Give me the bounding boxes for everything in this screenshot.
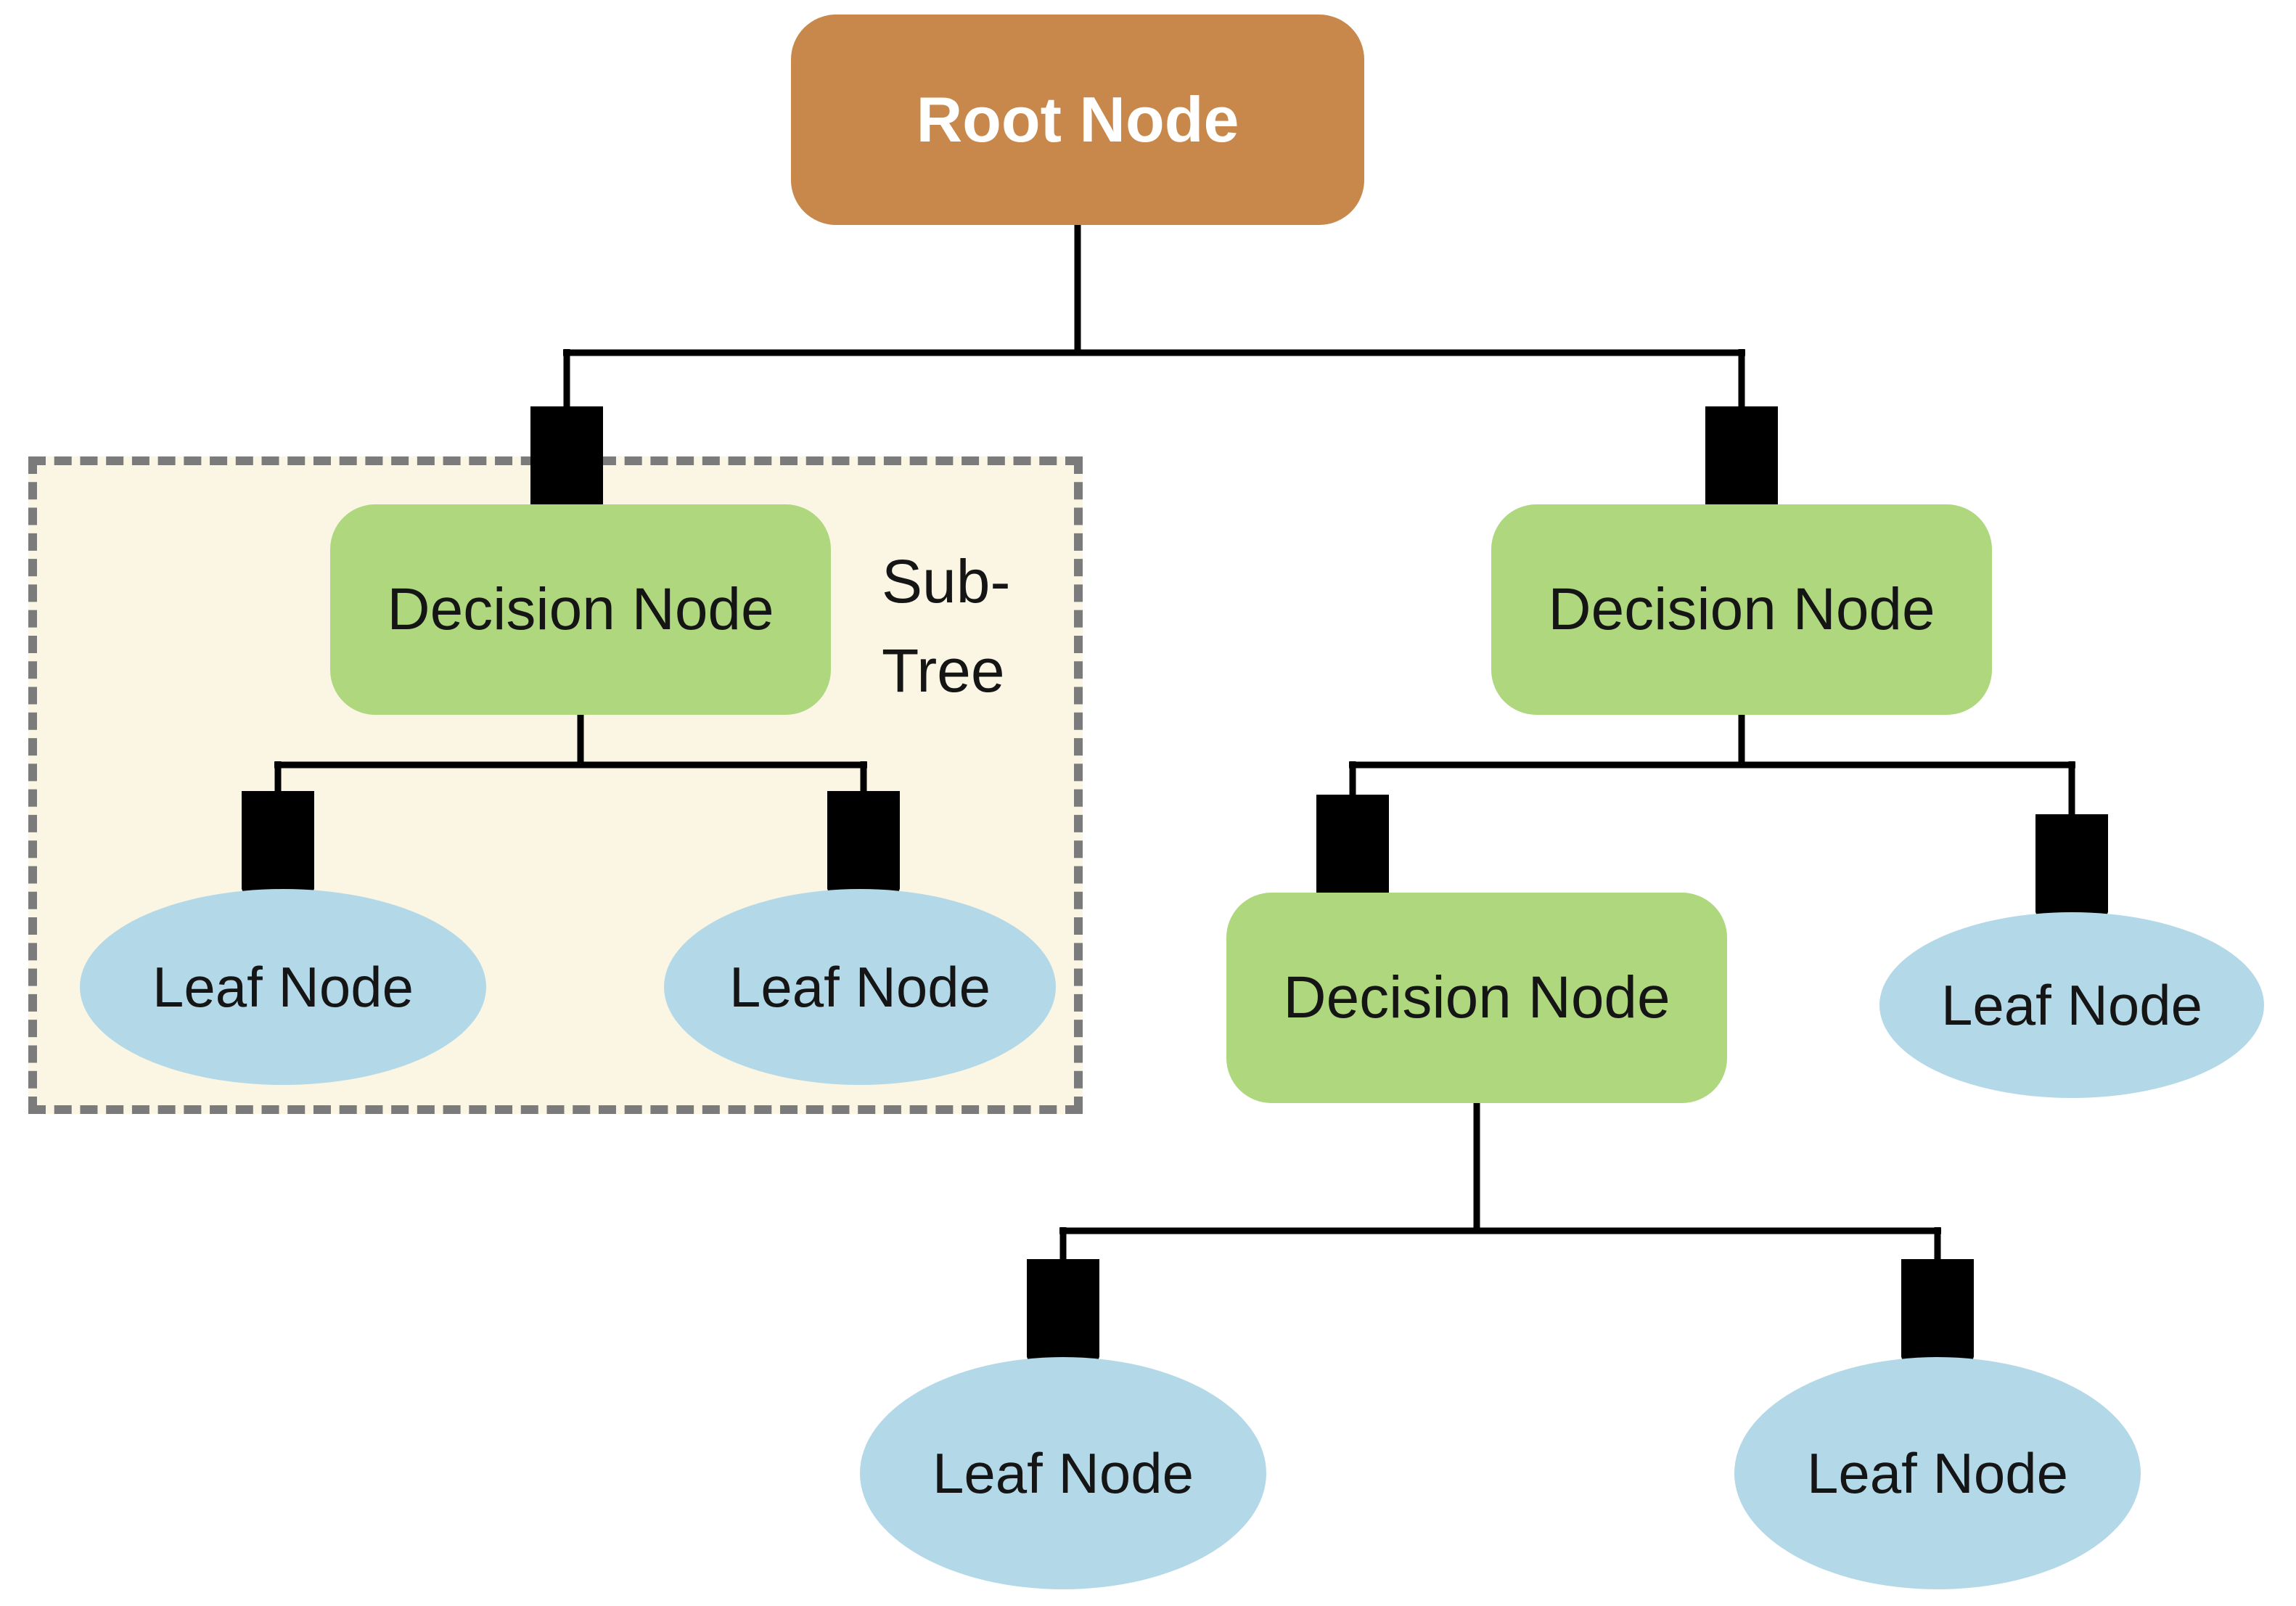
leaf-node-left-2-label: Leaf Node bbox=[729, 954, 991, 1019]
decision-node-mid-label: Decision Node bbox=[1283, 964, 1670, 1031]
decision-node-right: Decision Node bbox=[1491, 504, 1992, 715]
decision-node-left: Decision Node bbox=[330, 504, 831, 715]
leaf-node-bottom-2: Leaf Node bbox=[1734, 1357, 2141, 1589]
decision-node-right-label: Decision Node bbox=[1548, 576, 1935, 642]
subtree-label: Sub- Tree bbox=[882, 537, 1085, 716]
subtree-label-line1: Sub- bbox=[882, 547, 1011, 615]
decision-node-mid: Decision Node bbox=[1226, 893, 1727, 1103]
leaf-node-left-1-label: Leaf Node bbox=[152, 954, 414, 1019]
leaf-node-bottom-1: Leaf Node bbox=[860, 1357, 1266, 1589]
leaf-node-left-1: Leaf Node bbox=[80, 889, 486, 1085]
leaf-node-bottom-2-label: Leaf Node bbox=[1807, 1441, 2068, 1505]
leaf-node-left-2: Leaf Node bbox=[664, 889, 1056, 1085]
subtree-label-line2: Tree bbox=[882, 636, 1005, 705]
leaf-node-right-label: Leaf Node bbox=[1941, 972, 2202, 1037]
root-node: Root Node bbox=[791, 15, 1364, 225]
leaf-node-right: Leaf Node bbox=[1879, 912, 2264, 1098]
decision-node-left-label: Decision Node bbox=[387, 576, 774, 642]
leaf-node-bottom-1-label: Leaf Node bbox=[932, 1441, 1194, 1505]
root-node-label: Root Node bbox=[916, 83, 1239, 155]
